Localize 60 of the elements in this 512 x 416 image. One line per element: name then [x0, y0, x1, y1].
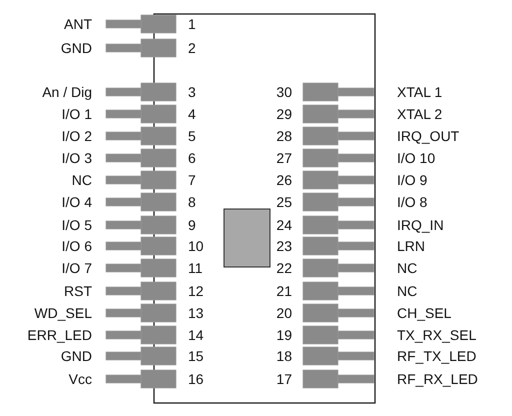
pin-number: 13: [188, 305, 204, 321]
pin-name: Vcc: [68, 371, 92, 387]
pin-number: 8: [188, 194, 196, 210]
pin-name: XTAL 2: [397, 106, 442, 122]
pin-number: 21: [276, 283, 292, 299]
pin-number: 5: [188, 128, 196, 144]
pin-name: IRQ_OUT: [397, 128, 460, 144]
pin-name: NC: [397, 260, 418, 276]
pin-name: WD_SEL: [34, 305, 92, 321]
pin-number: 7: [188, 172, 196, 188]
pin-number: 16: [188, 371, 204, 387]
pin-name: XTAL 1: [397, 84, 442, 100]
pin-name: LRN: [397, 238, 426, 254]
pin-number: 15: [188, 348, 204, 364]
pin-name: RF_RX_LED: [397, 371, 478, 387]
pin-name: IRQ_IN: [397, 217, 444, 233]
pin-number: 28: [276, 128, 292, 144]
pin-number: 1: [188, 16, 196, 32]
pin-number: 4: [188, 106, 196, 122]
pin-name: GND: [60, 348, 92, 364]
pin-number: 20: [276, 305, 292, 321]
pin-number: 26: [276, 172, 292, 188]
pin-number: 11: [188, 260, 203, 276]
pin-name: I/O 10: [397, 150, 436, 166]
pin-name: An / Dig: [42, 84, 92, 100]
pin-number: 14: [188, 327, 204, 343]
pin-number: 23: [276, 238, 292, 254]
pin-name: I/O 6: [62, 238, 92, 254]
pin-number: 6: [188, 150, 196, 166]
pin-number: 17: [276, 371, 292, 387]
pin-name: I/O 4: [62, 194, 92, 210]
pin-name: I/O 7: [62, 260, 92, 276]
pin-number: 29: [276, 106, 292, 122]
pin-name: NC: [397, 283, 418, 299]
pin-number: 24: [276, 217, 292, 233]
pin-number: 30: [276, 84, 292, 100]
pin-name: GND: [60, 40, 92, 56]
pin-number: 3: [188, 84, 196, 100]
pin-name: I/O 9: [397, 172, 428, 188]
pin-name: RF_TX_LED: [397, 348, 476, 364]
pin-name: I/O 1: [62, 106, 92, 122]
pin-name: ERR_LED: [27, 327, 92, 343]
pin-name: RST: [64, 283, 92, 299]
pin-name: ANT: [64, 16, 92, 32]
pin-number: 18: [276, 348, 292, 364]
pin-name: CH_SEL: [397, 305, 452, 321]
pin-number: 10: [188, 238, 204, 254]
pin-number: 12: [188, 283, 204, 299]
pin-name: I/O 2: [62, 128, 92, 144]
pin-number: 27: [276, 150, 292, 166]
pin-name: I/O 3: [62, 150, 92, 166]
pin-number: 22: [276, 260, 292, 276]
pin-name: TX_RX_SEL: [397, 327, 476, 343]
pin-number: 2: [188, 40, 196, 56]
pin-name: I/O 8: [397, 194, 428, 210]
pin-number: 25: [276, 194, 292, 210]
pin-name: NC: [72, 172, 92, 188]
pin-number: 19: [276, 327, 292, 343]
pin-number: 9: [188, 217, 196, 233]
pin-name: I/O 5: [62, 217, 92, 233]
